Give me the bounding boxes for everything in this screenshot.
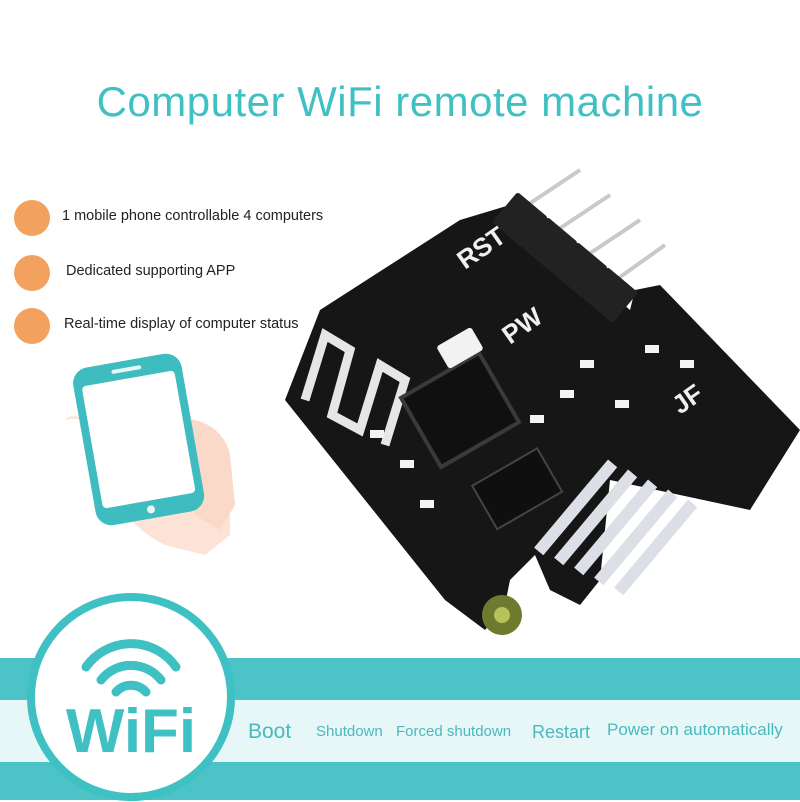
wifi-antenna-trace [300,328,411,447]
page-title: Computer WiFi remote machine [96,78,704,125]
gold-finger-connector [534,459,698,596]
orange-dot-icon [14,200,50,236]
wifi-signal-icon [81,639,181,697]
wifi-logo: WiFi [27,593,235,801]
pin-header [493,193,637,322]
function-shutdown: Shutdown [316,723,383,740]
feature-text: Real-time display of computer status [64,316,299,332]
function-forced-shutdown: Forced shutdown [396,723,512,740]
smd-components [370,345,694,508]
voltage-regulator-chip [470,446,564,531]
mcu-chip [398,350,522,470]
orange-dot-icon [14,308,50,344]
mounting-hole [494,607,510,623]
pcb-board-photo: RST PW JF [285,168,800,635]
function-power-on-automatically: Power on automatically [607,720,783,739]
orange-dot-icon [14,255,50,291]
feature-text: 1 mobile phone controllable 4 computers [62,208,324,224]
feature-text: Dedicated supporting APP [66,263,236,279]
phone-in-hand-illustration [65,353,235,555]
function-boot: Boot [248,720,292,743]
smartphone-icon [73,353,205,526]
function-restart: Restart [532,722,591,742]
crystal-oscillator [437,327,483,369]
wifi-logo-text: WiFi [66,697,196,766]
